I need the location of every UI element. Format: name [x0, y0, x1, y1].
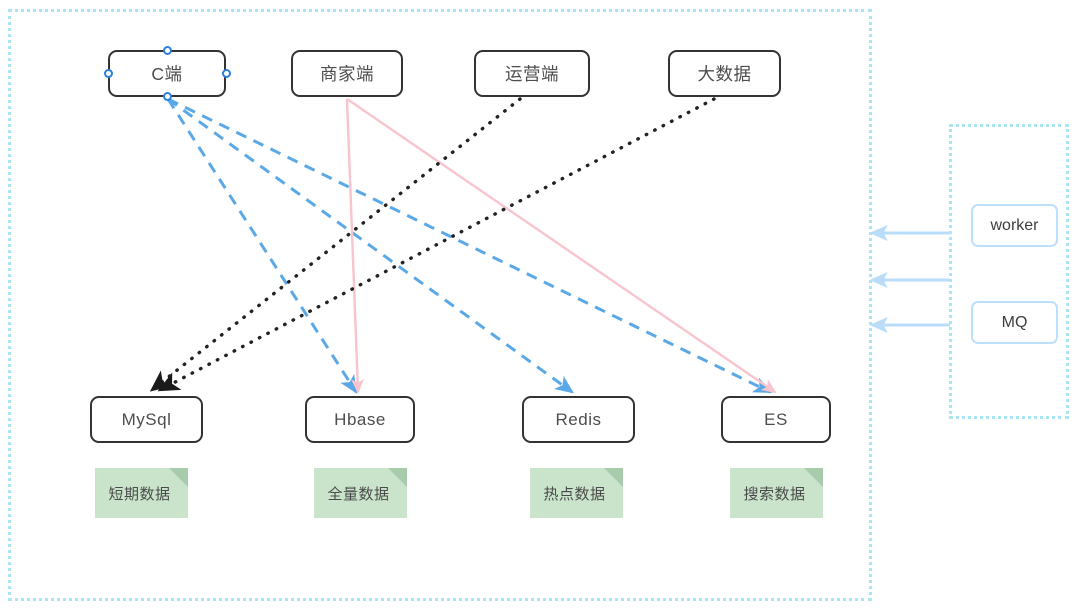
handle-top[interactable]: [163, 46, 172, 55]
handle-right[interactable]: [222, 69, 231, 78]
note-fold-corner-icon: [388, 468, 407, 487]
store-node-redis[interactable]: Redis: [522, 396, 635, 443]
store-node-label: Hbase: [334, 409, 386, 429]
handle-left[interactable]: [104, 69, 113, 78]
source-node-label: 大数据: [697, 64, 752, 84]
store-node-label: Redis: [555, 409, 602, 429]
note-note-redis[interactable]: 热点数据: [530, 468, 623, 518]
source-node-yunying[interactable]: 运营端: [474, 50, 590, 97]
note-fold-corner-icon: [169, 468, 188, 487]
source-node-dashuju[interactable]: 大数据: [668, 50, 781, 97]
store-node-es[interactable]: ES: [721, 396, 831, 443]
store-node-label: ES: [764, 409, 788, 429]
main-group-frame[interactable]: [8, 9, 872, 601]
side-group-frame[interactable]: [949, 124, 1069, 419]
source-node-label: 商家端: [320, 64, 374, 84]
note-label: 全量数据: [327, 485, 390, 503]
note-note-mysql[interactable]: 短期数据: [95, 468, 188, 518]
side-node-mq[interactable]: MQ: [971, 301, 1058, 344]
note-fold-corner-icon: [604, 468, 623, 487]
store-node-mysql[interactable]: MySql: [90, 396, 203, 443]
note-note-hbase[interactable]: 全量数据: [314, 468, 407, 518]
source-node-label: C端: [151, 64, 183, 84]
note-label: 搜索数据: [743, 485, 806, 503]
note-note-es[interactable]: 搜索数据: [730, 468, 823, 518]
side-node-worker[interactable]: worker: [971, 204, 1058, 247]
note-fold-corner-icon: [804, 468, 823, 487]
source-node-shangjia[interactable]: 商家端: [291, 50, 403, 97]
handle-bottom[interactable]: [163, 92, 172, 101]
side-node-label: worker: [990, 216, 1039, 234]
source-node-c-duan[interactable]: C端: [108, 50, 226, 97]
note-label: 短期数据: [108, 485, 171, 503]
store-node-label: MySql: [121, 409, 172, 429]
source-node-label: 运营端: [505, 64, 559, 84]
note-label: 热点数据: [543, 485, 606, 503]
store-node-hbase[interactable]: Hbase: [305, 396, 415, 443]
side-node-label: MQ: [1001, 313, 1028, 331]
